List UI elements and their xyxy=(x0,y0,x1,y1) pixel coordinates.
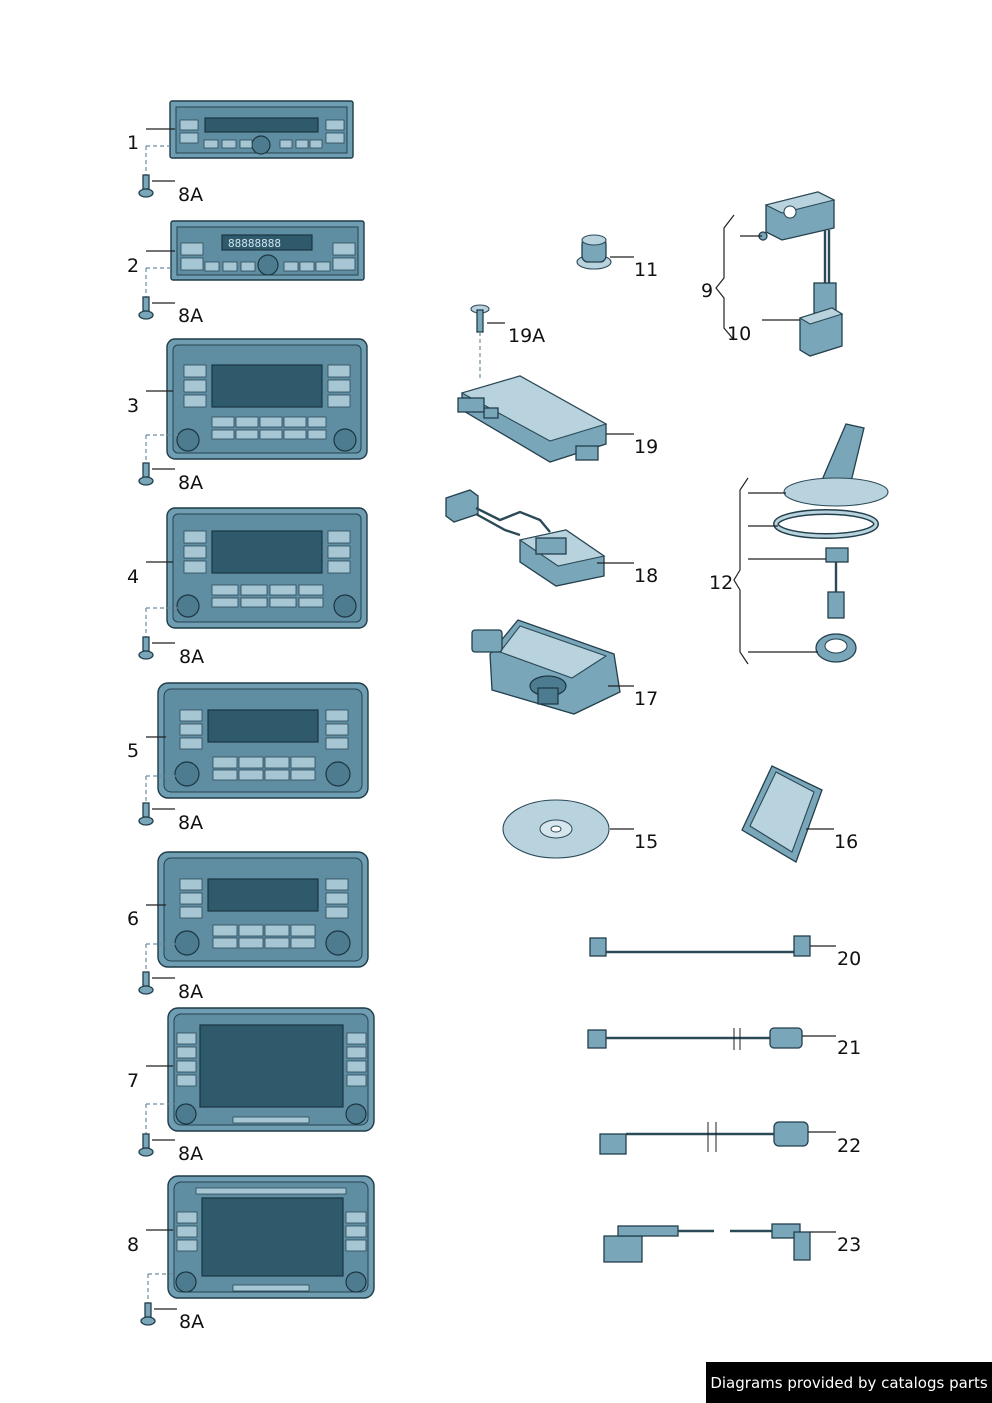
screw-8a-4 xyxy=(138,607,180,660)
callout-8a-4: 8A xyxy=(179,646,204,668)
radio-unit-3 xyxy=(166,338,368,460)
radio-unit-1 xyxy=(169,100,354,159)
callout-16: 16 xyxy=(834,831,858,853)
cable-20 xyxy=(589,935,811,957)
callout-22: 22 xyxy=(837,1135,861,1157)
screw-8a-7 xyxy=(138,1103,176,1157)
callout-8: 8 xyxy=(127,1234,139,1256)
callout-8a-1: 8A xyxy=(178,184,203,206)
leader-lines xyxy=(146,128,836,1310)
callout-8a-6: 8A xyxy=(178,981,203,1003)
radio-2-display-text: 88888888 xyxy=(228,237,281,250)
part-9-10-bracket xyxy=(758,191,844,357)
navigation-unit-7 xyxy=(167,1007,375,1132)
part-11-cap xyxy=(576,234,612,270)
callout-8a-3: 8A xyxy=(178,472,203,494)
callout-8a-8: 8A xyxy=(179,1311,204,1333)
callout-17: 17 xyxy=(634,688,658,710)
cable-21 xyxy=(587,1027,803,1050)
callout-8a-7: 8A xyxy=(178,1143,203,1165)
cable-22 xyxy=(599,1121,809,1155)
part-15-disc xyxy=(502,799,610,859)
part-19-module xyxy=(457,304,608,463)
callout-15: 15 xyxy=(634,831,658,853)
part-16-sd-card xyxy=(741,765,823,863)
radio-unit-5 xyxy=(157,682,369,799)
screw-8a-6 xyxy=(138,943,176,995)
screw-8a-1 xyxy=(138,145,170,198)
callout-6: 6 xyxy=(127,908,139,930)
callout-5: 5 xyxy=(127,740,139,762)
callout-9: 9 xyxy=(701,280,713,302)
callout-1: 1 xyxy=(127,132,139,154)
cable-23 xyxy=(603,1223,811,1263)
part-18-wiring-module xyxy=(445,489,606,587)
part-12-antenna-set xyxy=(773,423,889,663)
callout-8a-2: 8A xyxy=(178,305,203,327)
callout-20: 20 xyxy=(837,948,861,970)
navigation-unit-8 xyxy=(167,1175,375,1299)
part-17-control-module xyxy=(471,619,621,715)
callout-3: 3 xyxy=(127,395,139,417)
radio-unit-6 xyxy=(157,851,369,968)
callout-21: 21 xyxy=(837,1037,861,1059)
callout-19a: 19A xyxy=(508,325,545,347)
callout-18: 18 xyxy=(634,565,658,587)
radio-unit-4 xyxy=(166,507,368,629)
callout-2: 2 xyxy=(127,255,139,277)
credit-banner: Diagrams provided by catalogs parts xyxy=(706,1362,992,1403)
callout-7: 7 xyxy=(127,1070,139,1092)
callout-12: 12 xyxy=(709,572,733,594)
radio-unit-2: 88888888 xyxy=(170,220,365,281)
callout-10: 10 xyxy=(727,323,751,345)
screw-8a-3 xyxy=(138,434,180,486)
callout-11: 11 xyxy=(634,259,658,281)
callout-23: 23 xyxy=(837,1234,861,1256)
screw-8a-group xyxy=(138,145,180,1326)
callout-19: 19 xyxy=(634,436,658,458)
screw-8a-8 xyxy=(140,1273,176,1326)
screw-8a-5 xyxy=(138,775,176,826)
screw-8a-2 xyxy=(138,267,171,320)
callout-labels: 1 2 3 4 5 6 7 8 8A 8A 8A 8A 8A 8A 8A 8A … xyxy=(127,132,861,1333)
callout-4: 4 xyxy=(127,566,139,588)
callout-8a-5: 8A xyxy=(178,812,203,834)
